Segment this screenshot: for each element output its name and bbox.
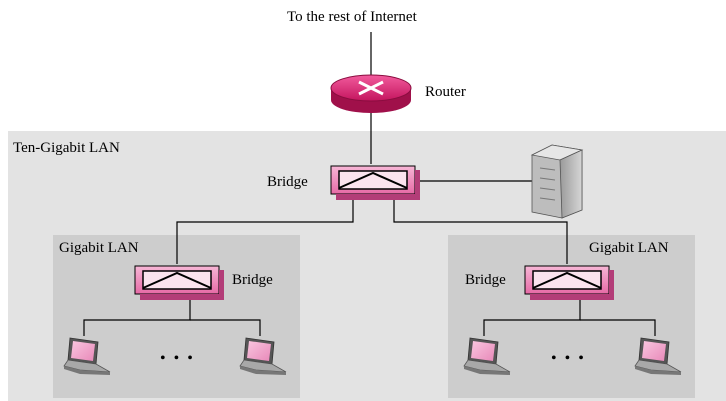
- laptop-icon: [239, 337, 287, 375]
- main-bridge-icon: [330, 165, 420, 200]
- left-bridge-icon: [134, 265, 224, 300]
- right-bridge-icon: [524, 265, 614, 300]
- right-gigabit-lan-label: Gigabit LAN: [589, 240, 669, 256]
- left-ellipsis: • • •: [160, 350, 195, 367]
- internet-label: To the rest of Internet: [287, 9, 418, 25]
- right-ellipsis: • • •: [551, 350, 586, 367]
- left-host-bus: [83, 300, 191, 336]
- left-uplink: [176, 200, 354, 264]
- right-uplink: [393, 200, 568, 264]
- router-label: Router: [425, 84, 466, 100]
- server-icon: [530, 144, 584, 219]
- laptop-icon: [463, 337, 511, 375]
- left-bridge-label: Bridge: [232, 272, 273, 288]
- right-host-bus-right: [580, 319, 656, 336]
- laptop-icon: [63, 337, 111, 375]
- router-icon: [330, 74, 412, 113]
- right-host-bus: [483, 300, 581, 336]
- main-bridge-label: Bridge: [267, 174, 308, 190]
- left-host-bus-right: [190, 319, 261, 336]
- ten-gigabit-lan-label: Ten-Gigabit LAN: [13, 140, 120, 156]
- left-gigabit-lan-label: Gigabit LAN: [59, 240, 139, 256]
- laptop-icon: [634, 337, 682, 375]
- right-bridge-label: Bridge: [465, 272, 506, 288]
